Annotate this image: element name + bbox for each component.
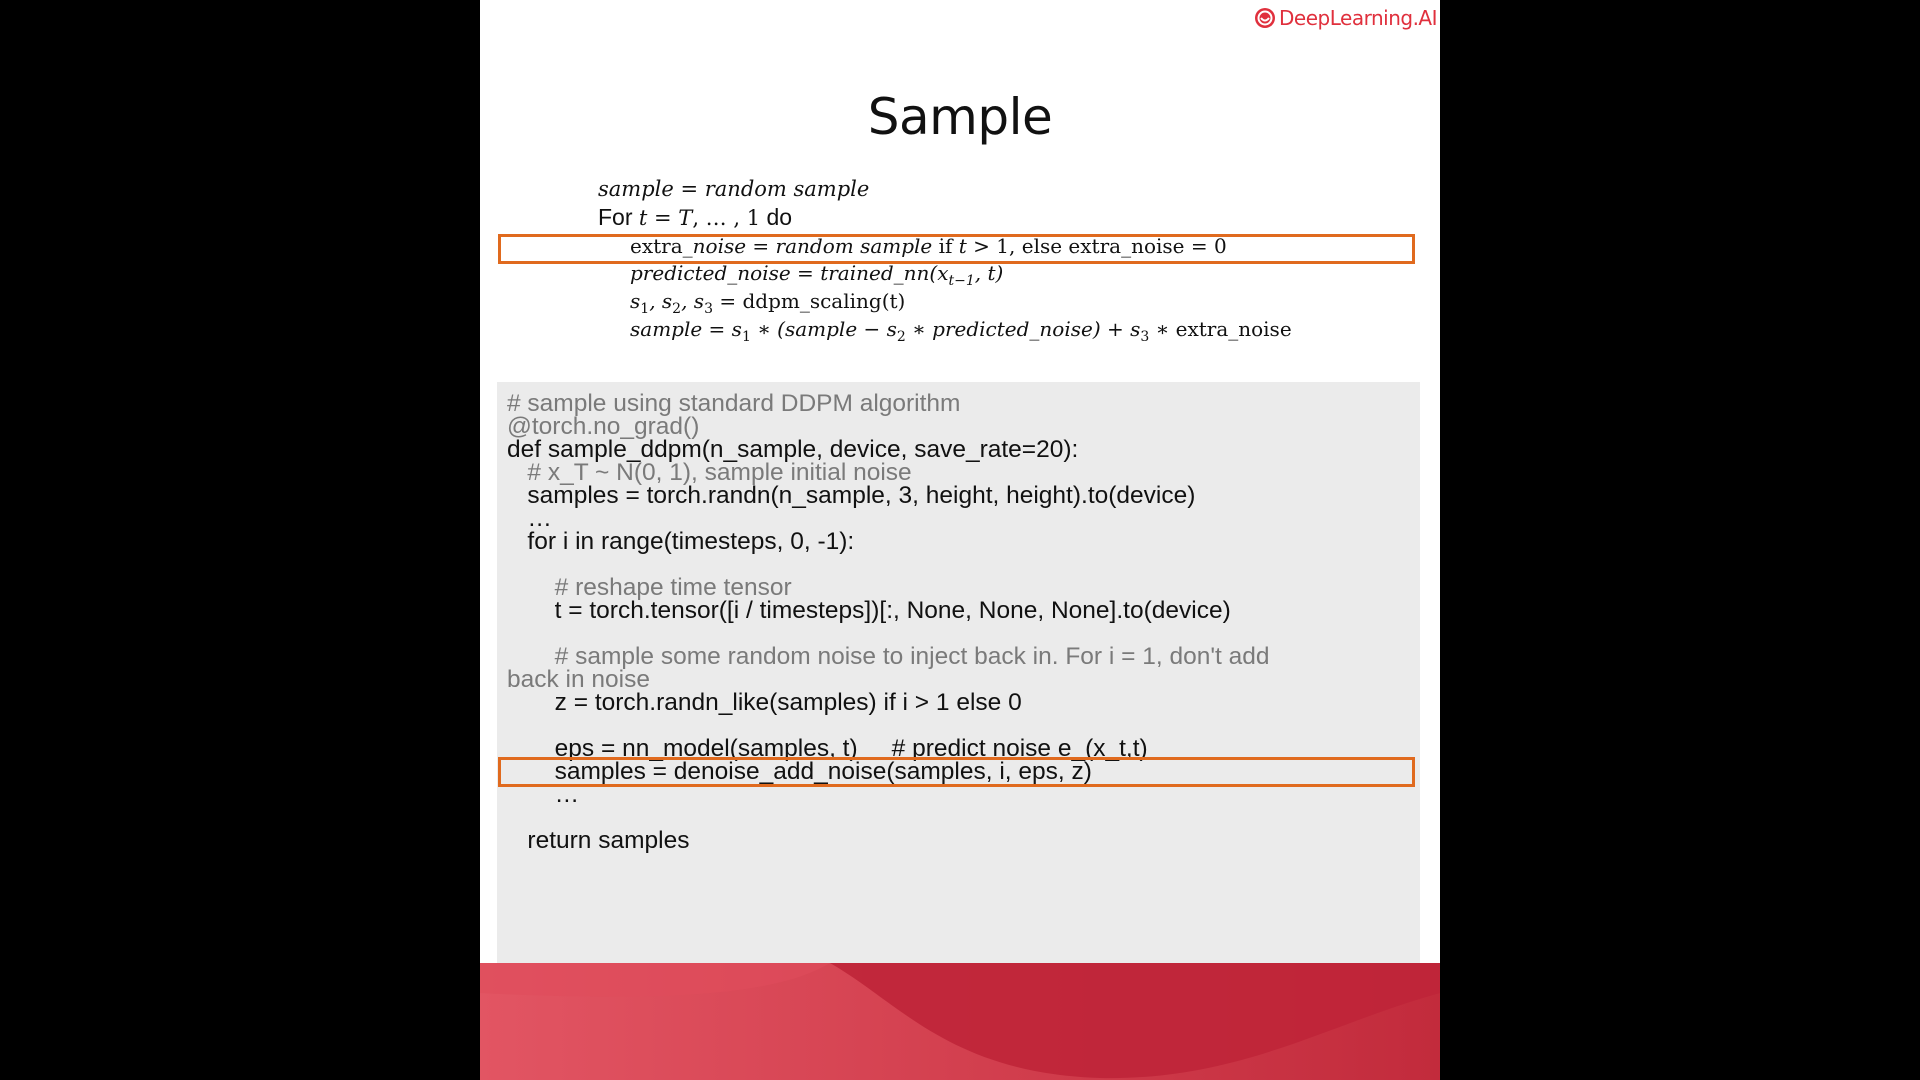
alg-subscript: 2 bbox=[672, 301, 682, 317]
alg-text: = bbox=[647, 206, 679, 230]
code-line: samples = denoise_add_noise(samples, i, … bbox=[507, 758, 1092, 785]
alg-text: = s bbox=[702, 317, 742, 341]
code-block: # sample using standard DDPM algorithm@t… bbox=[497, 382, 1420, 963]
algorithm-line-4: predicted_noise = trained_nn(xt−1, t) bbox=[630, 261, 1004, 288]
alg-text: if bbox=[932, 234, 959, 258]
alg-text: > 1, else extra_noise = 0 bbox=[966, 234, 1227, 258]
alg-text: do bbox=[760, 204, 793, 230]
alg-text: ∗ predicted_noise) + s bbox=[905, 317, 1141, 341]
algorithm-line-6: sample = s1 ∗ (sample − s2 ∗ predicted_n… bbox=[630, 317, 1292, 344]
alg-subscript: 2 bbox=[896, 329, 906, 345]
alg-text: random sample bbox=[775, 234, 933, 258]
code-line: return samples bbox=[507, 827, 690, 854]
algorithm-line-5: s1, s2, s3 = ddpm_scaling(t) bbox=[630, 289, 906, 316]
alg-text: random sample bbox=[704, 177, 870, 201]
alg-text: predicted_noise bbox=[630, 261, 791, 285]
alg-text: t bbox=[638, 206, 648, 230]
alg-text: t bbox=[958, 234, 967, 258]
code-comment-line: # x_T ~ N(0, 1), sample initial noise bbox=[507, 459, 912, 486]
alg-text: , … , 1 bbox=[692, 206, 761, 230]
algorithm-line-3: extra_noise = random sample if t > 1, el… bbox=[630, 234, 1227, 258]
code-comment-line: # reshape time tensor bbox=[507, 574, 792, 601]
alg-text: sample bbox=[630, 317, 703, 341]
code-line: for i in range(timesteps, 0, -1): bbox=[507, 528, 855, 555]
code-line: z = torch.randn_like(samples) if i > 1 e… bbox=[507, 689, 1022, 716]
alg-text: = bbox=[746, 234, 776, 258]
alg-text: = bbox=[790, 261, 821, 285]
code-line: samples = torch.randn(n_sample, 3, heigh… bbox=[507, 482, 1196, 509]
highlight-box-code bbox=[498, 757, 1415, 787]
alg-text: = bbox=[673, 177, 705, 201]
slide-title: Sample bbox=[867, 88, 1053, 146]
highlight-box-algorithm bbox=[498, 234, 1415, 264]
alg-subscript: 3 bbox=[1140, 329, 1150, 345]
deeplearning-ai-logo: DeepLearning.AI bbox=[1254, 5, 1437, 31]
code-comment-line: # sample some random noise to inject bac… bbox=[507, 643, 1270, 670]
decorative-wave-footer bbox=[480, 963, 1440, 1080]
alg-text: ∗ extra_noise bbox=[1149, 317, 1292, 341]
alg-text: = ddpm_scaling(t) bbox=[713, 289, 906, 313]
slide: DeepLearning.AI Sample sample = random s… bbox=[480, 0, 1440, 1080]
code-comment-line: @torch.no_grad() bbox=[507, 413, 700, 440]
alg-text: sample bbox=[598, 177, 674, 201]
alg-subscript: 1 bbox=[741, 329, 751, 345]
code-comment-line: # sample using standard DDPM algorithm bbox=[507, 390, 961, 417]
alg-text: , s bbox=[681, 289, 705, 313]
alg-text: _noise bbox=[682, 234, 747, 258]
alg-subscript: 3 bbox=[704, 301, 713, 317]
alg-text: ∗ (sample − s bbox=[750, 317, 897, 341]
algorithm-line-1: sample = random sample bbox=[598, 177, 869, 201]
logo-text: DeepLearning.AI bbox=[1279, 6, 1437, 30]
alg-text: , s bbox=[649, 289, 673, 313]
alg-text: extra bbox=[630, 234, 683, 258]
code-line: t = torch.tensor([i / timesteps])[:, Non… bbox=[507, 597, 1231, 624]
code-line: … bbox=[507, 505, 552, 532]
alg-text: s bbox=[630, 289, 641, 313]
alg-subscript: t−1 bbox=[948, 273, 975, 289]
code-line: def sample_ddpm(n_sample, device, save_r… bbox=[507, 436, 1079, 463]
alg-text: , t) bbox=[974, 261, 1004, 285]
alg-text: For bbox=[598, 204, 639, 230]
code-comment-line: back in noise bbox=[507, 666, 651, 693]
alg-subscript: 1 bbox=[640, 301, 650, 317]
alg-text: T bbox=[678, 206, 693, 230]
alg-text: (x bbox=[929, 261, 949, 285]
algorithm-line-2: For t = T, … , 1 do bbox=[598, 204, 792, 231]
brain-icon bbox=[1255, 8, 1276, 28]
alg-text: trained_nn bbox=[820, 261, 930, 285]
